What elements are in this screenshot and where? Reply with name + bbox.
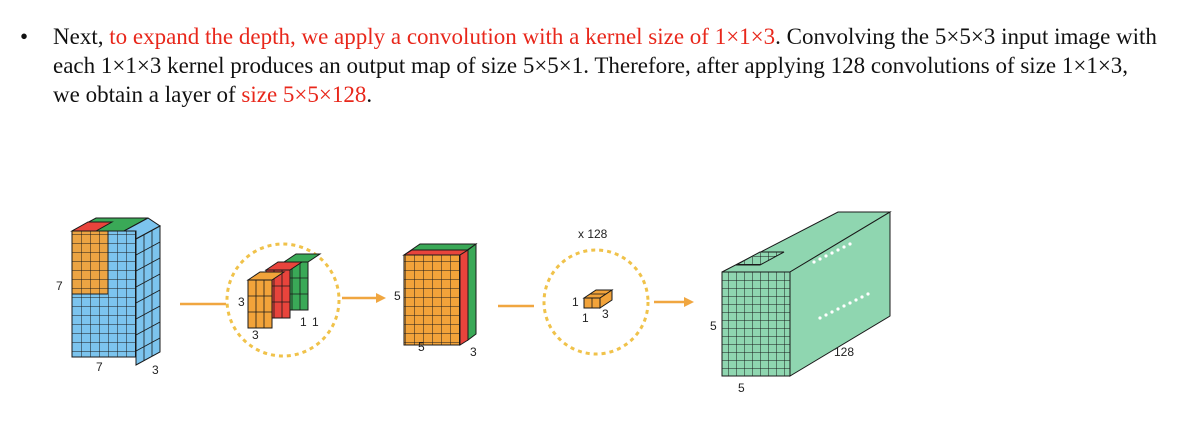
- input-depth-label: 3: [152, 363, 159, 377]
- mid-height-label: 5: [394, 289, 401, 303]
- pointwise-depth-label: 3: [602, 307, 609, 321]
- pointwise-count-label: x 128: [578, 227, 608, 241]
- output-width-label: 5: [738, 381, 745, 395]
- mid-width-label: 5: [418, 340, 425, 354]
- text-body: . Convolving the 5×5×3 input image with …: [53, 24, 1157, 107]
- pointwise-circle: [542, 248, 650, 356]
- text-highlight-size: size 5×5×128: [241, 82, 367, 107]
- arrow-head: [376, 293, 386, 303]
- kernel-depth-label-a: 1: [300, 315, 307, 329]
- mid-depth-label: 3: [470, 345, 477, 359]
- depthwise-kernels: [246, 253, 322, 329]
- input-height-label: 7: [56, 279, 63, 293]
- paragraph: • Next, to expand the depth, we apply a …: [20, 22, 1160, 109]
- kernel-width-label: 3: [252, 328, 259, 342]
- pointwise-width-label: 1: [582, 311, 589, 325]
- output-volume: [721, 211, 892, 377]
- kernel-depth-label-b: 1: [312, 315, 319, 329]
- output-height-label: 5: [710, 319, 717, 333]
- output-depth-label: 128: [834, 345, 854, 359]
- input-width-label: 7: [96, 360, 103, 374]
- arrow-head: [684, 297, 694, 307]
- kernel-circle: [225, 242, 341, 358]
- pointwise-height-label: 1: [572, 295, 579, 309]
- kernel-height-label: 3: [238, 295, 245, 309]
- paragraph-text: Next, to expand the depth, we apply a co…: [53, 22, 1160, 109]
- bullet: •: [20, 24, 29, 49]
- mid-volume: [402, 243, 478, 346]
- pointwise-kernel: [582, 289, 614, 309]
- input-volume: [70, 217, 161, 366]
- text-end: .: [366, 82, 373, 107]
- text-highlight-kernel: to expand the depth, we apply a convolut…: [109, 24, 776, 49]
- text-intro: Next,: [53, 24, 110, 49]
- depth-dots: [812, 242, 870, 320]
